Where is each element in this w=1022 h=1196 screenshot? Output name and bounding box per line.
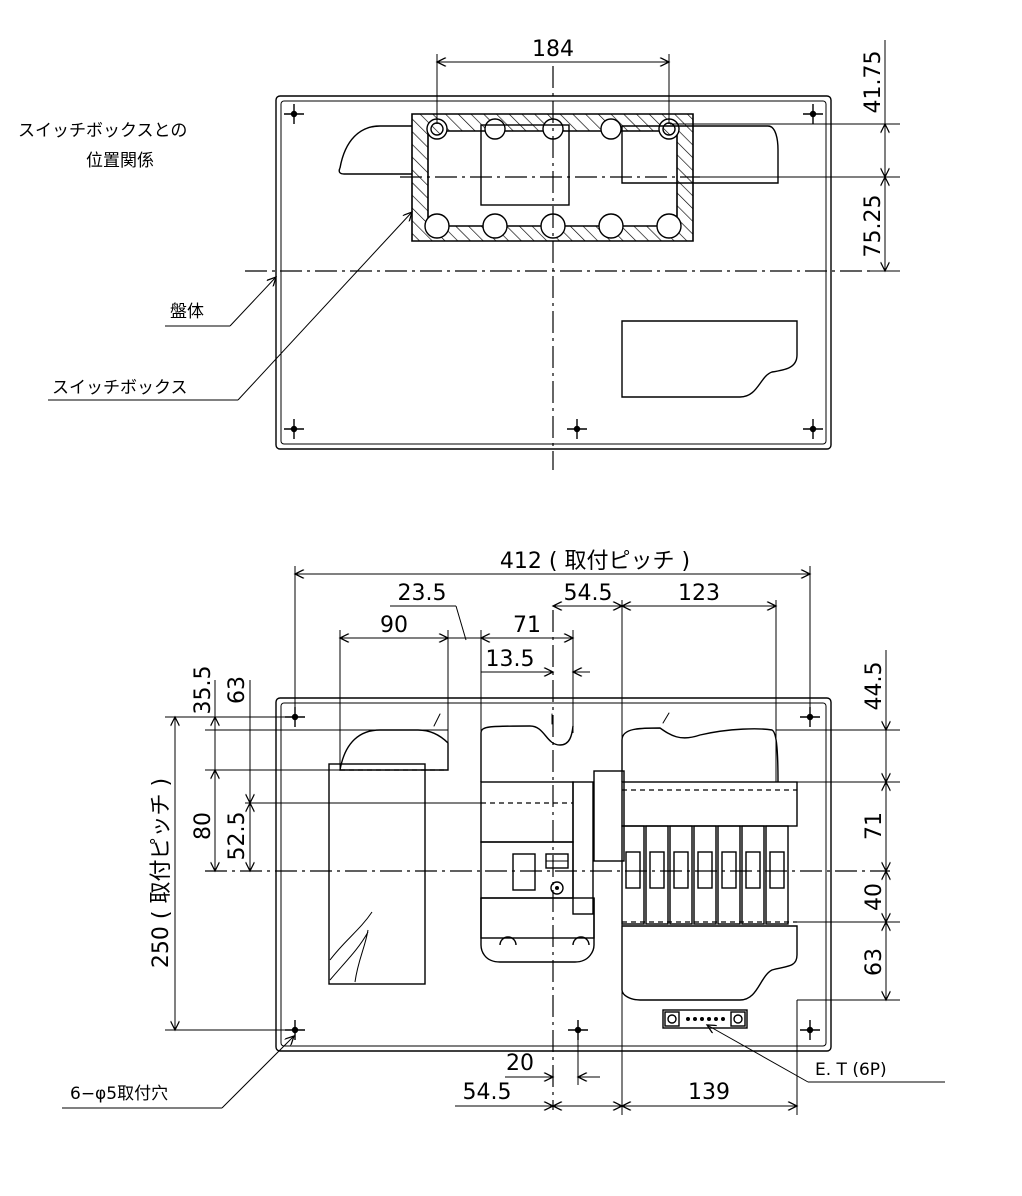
dim-54-5-top: 54.5 <box>564 581 613 606</box>
dim-90: 90 <box>380 613 408 638</box>
dim-52-5: 52.5 <box>225 812 250 861</box>
mount-hole-marks-top <box>284 104 823 439</box>
dim-63-left: 63 <box>225 676 250 704</box>
branch-breakers <box>621 825 789 925</box>
dim-20: 20 <box>506 1051 534 1076</box>
dim-63-right: 63 <box>862 948 887 976</box>
dim-40: 40 <box>862 883 887 911</box>
label-switch-box: スイッチボックス <box>52 378 188 398</box>
top-view: 184 41.75 75.25 スイッチボックスとの 位置関係 盤体 スイッチボ… <box>18 37 900 470</box>
dim-412-pitch: 412 ( 取付ピッチ ) <box>500 549 690 574</box>
dim-54-5-bottom: 54.5 <box>463 1080 512 1105</box>
dim-71-top: 71 <box>513 613 541 638</box>
bottom-view: 412 ( 取付ピッチ ) 123 54.5 23.5 90 71 13.5 2… <box>62 549 945 1115</box>
dim-13-5: 13.5 <box>486 647 535 672</box>
label-switchbox-relation-2: 位置関係 <box>86 151 154 171</box>
label-switchbox-relation: スイッチボックスとの <box>18 121 187 141</box>
dim-80: 80 <box>191 812 216 840</box>
dim-35-5: 35.5 <box>191 666 216 715</box>
dim-75-25: 75.25 <box>861 195 886 258</box>
label-panel-body: 盤体 <box>170 302 204 322</box>
dim-184: 184 <box>532 37 574 62</box>
dim-139: 139 <box>688 1080 730 1105</box>
dim-44-5: 44.5 <box>862 662 887 711</box>
dim-23-5: 23.5 <box>398 581 447 606</box>
dim-250-pitch: 250 ( 取付ピッチ ) <box>149 778 174 968</box>
dim-41-75: 41.75 <box>861 51 886 114</box>
label-et: E. T (6P) <box>815 1060 887 1080</box>
dim-123: 123 <box>678 581 720 606</box>
label-mount-holes: 6−φ5取付穴 <box>70 1084 168 1104</box>
et-terminal <box>662 1009 748 1029</box>
dim-71-right: 71 <box>862 812 887 840</box>
